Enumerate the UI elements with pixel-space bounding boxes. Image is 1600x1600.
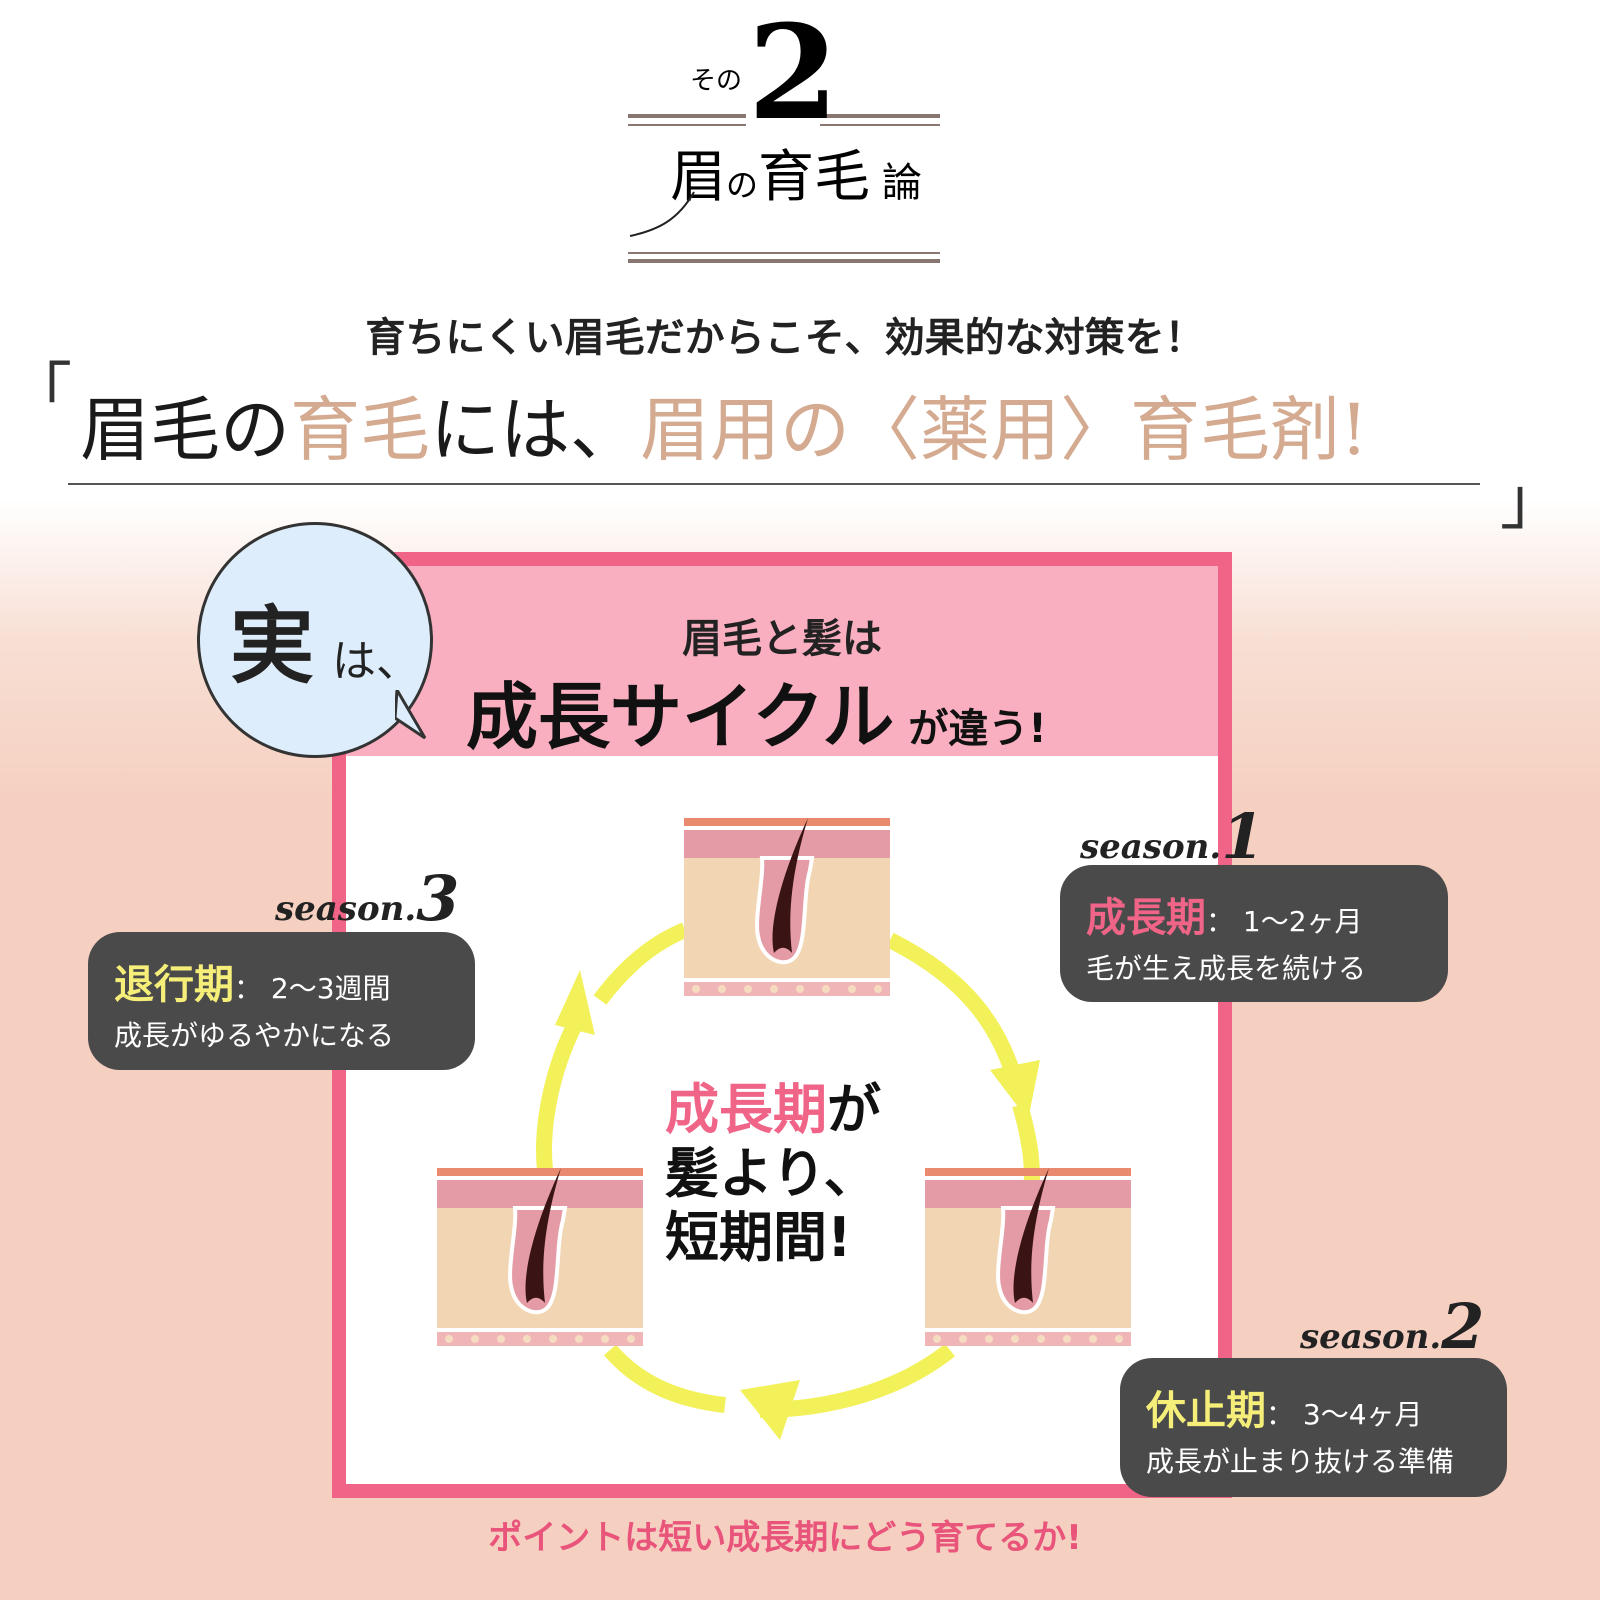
divider xyxy=(628,124,746,126)
title-part: 論 xyxy=(882,160,923,206)
title-part: の xyxy=(726,166,759,204)
season-1-card: 成長期： 1〜2ヶ月 毛が生え成長を続ける xyxy=(1060,865,1448,1002)
season-2-card: 休止期： 3〜4ヶ月 成長が止まり抜ける準備 xyxy=(1120,1358,1507,1497)
center-highlight: 成長期 xyxy=(665,1078,827,1141)
bubble-tail-icon xyxy=(395,690,427,740)
divider xyxy=(628,259,940,263)
divider xyxy=(820,114,940,118)
season-text: season. xyxy=(1080,827,1222,867)
quote-close: 」 xyxy=(1500,465,1564,539)
quote-text: 眉毛の育毛には、眉用の〈薬用〉育毛剤! xyxy=(80,392,1368,469)
season-number: 3 xyxy=(416,862,460,935)
season-text: season. xyxy=(1300,1317,1442,1357)
quote-part: 眉毛の xyxy=(80,389,290,471)
subtitle: 育ちにくい眉毛だからこそ、効果的な対策を！ xyxy=(365,315,1205,361)
quote-part: 眉用の〈薬用〉育毛剤! xyxy=(640,389,1369,471)
season-2-label: season.2 xyxy=(1300,1290,1484,1363)
heading-title: 眉の育毛論 xyxy=(670,150,922,206)
header-tail: が違う! xyxy=(908,706,1047,752)
phase-name: 退行期 xyxy=(114,962,234,1008)
phase-duration: 3〜4ヶ月 xyxy=(1302,1398,1423,1431)
title-part: 眉 xyxy=(670,145,726,210)
quote-part: 育毛 xyxy=(290,389,430,471)
season-number: 2 xyxy=(1441,1290,1485,1363)
phase-desc: 成長が止まり抜ける準備 xyxy=(1146,1445,1455,1478)
center-line: が xyxy=(827,1078,881,1141)
phase-duration: 2〜3週間 xyxy=(270,972,391,1005)
quote-open: 「 xyxy=(8,357,72,431)
heading-prefix: その xyxy=(690,66,743,96)
season-text: season. xyxy=(275,889,417,929)
footer-note: ポイントは短い成長期にどう育てるか! xyxy=(488,1518,1082,1558)
skin-illustration-resting xyxy=(925,1168,1131,1348)
cycle-arrows xyxy=(536,922,1040,1440)
divider xyxy=(820,124,940,126)
center-line: 短期間! xyxy=(665,1206,852,1269)
center-line: 髪より、 xyxy=(665,1142,878,1205)
phase-name: 成長期 xyxy=(1086,895,1206,941)
header-big: 成長サイクル xyxy=(466,675,895,759)
skin-illustration-regression xyxy=(437,1168,643,1348)
quote-part: には、 xyxy=(430,389,640,471)
season-3-label: season.3 xyxy=(275,862,459,935)
divider xyxy=(628,114,746,118)
quote-underline xyxy=(68,483,1480,485)
season-1-label: season.1 xyxy=(1080,800,1264,873)
season-number: 1 xyxy=(1221,800,1265,873)
panel-header: 眉毛と髪は 成長サイクルが違う! xyxy=(346,566,1218,759)
arrow-1-2 xyxy=(886,932,1023,1083)
flourish-icon xyxy=(629,191,695,237)
bubble-big: 実 xyxy=(230,596,315,695)
header-line1: 眉毛と髪は xyxy=(682,616,882,662)
arrow-3-1 xyxy=(536,1011,588,1171)
center-text: 成長期が 髪より、 短期間! xyxy=(665,1078,881,1270)
phase-duration: 1〜2ヶ月 xyxy=(1242,905,1363,938)
speech-bubble: 実 は、 xyxy=(197,522,433,758)
arrow-3-back xyxy=(603,1344,726,1413)
bubble-small: は、 xyxy=(332,636,420,687)
heading-number: 2 xyxy=(748,0,839,149)
title-part: 育毛 xyxy=(758,145,871,210)
divider xyxy=(628,252,940,254)
phase-name: 休止期 xyxy=(1146,1388,1266,1434)
phase-desc: 毛が生え成長を続ける xyxy=(1086,952,1367,985)
header-line2: 成長サイクルが違う! xyxy=(466,658,1047,763)
skin-illustration-growth xyxy=(684,818,890,998)
phase-desc: 成長がゆるやかになる xyxy=(114,1019,395,1052)
season-3-card: 退行期： 2〜3週間 成長がゆるやかになる xyxy=(88,932,475,1070)
